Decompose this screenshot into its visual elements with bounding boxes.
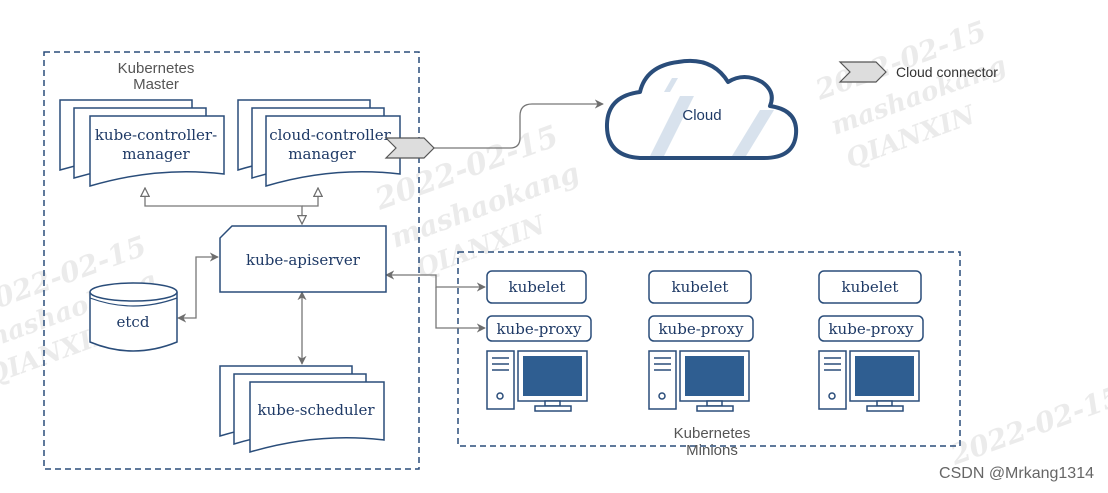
kube-scheduler: kube-scheduler — [219, 365, 385, 454]
etcd-label: etcd — [117, 313, 150, 331]
ccm-label-line1: cloud-controller — [269, 126, 391, 144]
cloud: Cloud — [604, 59, 799, 160]
kubelet-box — [818, 270, 922, 304]
kube-proxy-label: kube-proxy — [828, 320, 914, 338]
connector-ccm-cloud — [434, 99, 604, 149]
kubelet-label: kubelet — [672, 278, 729, 296]
kubelet-box — [648, 270, 752, 304]
etcd: etcd — [89, 282, 178, 352]
master-container — [43, 51, 420, 470]
minion-node-2: kubelet kube-proxy — [648, 270, 754, 412]
kube-proxy-label: kube-proxy — [496, 320, 582, 338]
minion-node-3: kubelet kube-proxy — [818, 270, 924, 412]
connector-ccm-apiserver — [302, 188, 318, 207]
connector-kcm-apiserver — [145, 188, 302, 224]
apiserver-label: kube-apiserver — [246, 251, 361, 269]
legend-cloud-connector-icon — [838, 61, 887, 83]
kube-proxy-box — [486, 315, 592, 342]
kcm-label-line2: manager — [122, 145, 190, 163]
legend: Cloud connector — [838, 61, 998, 83]
scheduler-label: kube-scheduler — [257, 401, 375, 419]
minions-title-line1: Kubernetes — [674, 425, 751, 442]
master-title-line1: Kubernetes — [118, 60, 195, 77]
kubelet-box — [486, 270, 587, 304]
cloud-controller-manager: cloud-controller manager — [237, 99, 401, 188]
connector-apiserver-kubelet — [385, 270, 486, 292]
watermark-date-4: 2022-02-15 — [945, 379, 1108, 472]
computer-icon — [648, 350, 750, 412]
kubelet-label: kubelet — [842, 278, 899, 296]
kcm-label-line1: kube-controller- — [95, 126, 217, 144]
kube-proxy-label: kube-proxy — [658, 320, 744, 338]
ccm-label-line2: manager — [288, 145, 356, 163]
computer-icon — [818, 350, 920, 412]
cloud-label: Cloud — [682, 107, 721, 124]
connector-apiserver-kubeproxy — [435, 287, 486, 333]
kube-apiserver: kube-apiserver — [219, 225, 387, 293]
legend-cloud-connector-label: Cloud connector — [896, 64, 998, 80]
master-title-line2: Master — [133, 76, 179, 93]
minions-title-line2: Minions — [686, 442, 738, 459]
csdn-credit: CSDN @Mrkang1314 — [939, 465, 1094, 482]
cloud-connector-icon — [384, 137, 435, 159]
kube-controller-manager: kube-controller- manager — [59, 99, 225, 188]
connector-apiserver-etcd — [177, 252, 219, 323]
connectors — [145, 99, 604, 365]
kube-proxy-box — [818, 315, 924, 342]
minions-container — [457, 251, 961, 447]
minion-node-1: kubelet kube-proxy — [486, 270, 592, 412]
kube-proxy-box — [648, 315, 754, 342]
kubelet-label: kubelet — [509, 278, 566, 296]
computer-icon — [486, 350, 588, 412]
